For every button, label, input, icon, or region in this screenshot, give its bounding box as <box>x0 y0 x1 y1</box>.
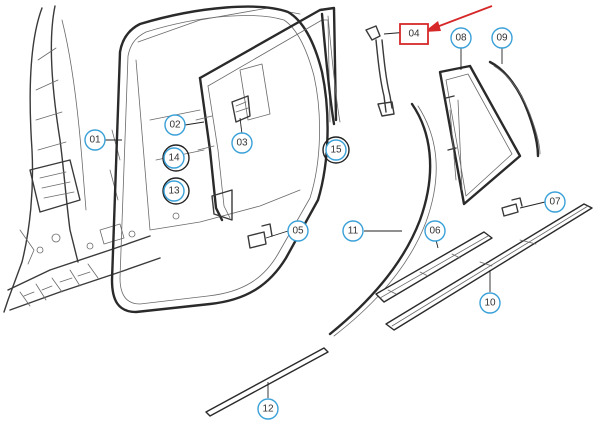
door-weatherstrip-seal <box>110 5 329 314</box>
callout-15[interactable]: 15 <box>325 139 347 161</box>
part-13-ring-marker <box>162 177 190 205</box>
svg-text:01: 01 <box>89 135 101 146</box>
svg-text:13: 13 <box>168 186 180 197</box>
svg-text:11: 11 <box>348 226 359 237</box>
callout-13[interactable]: 13 <box>163 180 185 202</box>
body-side-panel <box>3 5 161 313</box>
part-11-curved-trim <box>328 102 437 337</box>
svg-text:09: 09 <box>496 33 508 44</box>
callout-01[interactable]: 01 <box>84 129 106 151</box>
callout-05[interactable]: 05 <box>287 220 309 242</box>
svg-text:12: 12 <box>262 404 274 415</box>
callout-11[interactable]: 11 <box>342 220 364 242</box>
callout-03[interactable]: 03 <box>231 132 253 154</box>
part-15-ring-marker <box>322 136 350 164</box>
callout-02[interactable]: 02 <box>164 114 186 136</box>
callout-07[interactable]: 07 <box>544 191 566 213</box>
part-04-bracket <box>365 25 395 117</box>
callout-04-highlighted[interactable]: 04 <box>399 23 429 45</box>
callout-09[interactable]: 09 <box>491 27 513 49</box>
part-06-belt-molding <box>375 231 493 303</box>
callout-10[interactable]: 10 <box>479 292 501 314</box>
part-12-sill-strip <box>205 347 329 417</box>
part-03-clip <box>231 95 251 123</box>
svg-text:14: 14 <box>168 153 180 164</box>
svg-text:02: 02 <box>169 120 181 131</box>
window-run-channel <box>195 6 338 222</box>
callout-14[interactable]: 14 <box>163 147 185 169</box>
svg-text:08: 08 <box>455 33 467 44</box>
callout-08[interactable]: 08 <box>450 27 472 49</box>
callout-12[interactable]: 12 <box>257 398 279 420</box>
svg-text:04: 04 <box>408 29 420 40</box>
svg-text:06: 06 <box>429 226 441 237</box>
part-05-clip <box>247 223 273 249</box>
part-07-clip <box>501 197 523 217</box>
part-15-division-bar <box>320 12 341 126</box>
part-10-lower-molding <box>385 203 593 331</box>
svg-text:15: 15 <box>330 145 342 156</box>
part-14-ring-marker <box>162 144 190 172</box>
svg-text:03: 03 <box>236 138 248 149</box>
svg-text:07: 07 <box>549 197 561 208</box>
callout-06[interactable]: 06 <box>424 220 446 242</box>
part-09-trim-strip <box>488 60 541 158</box>
part-08-quarter-glass <box>438 64 522 206</box>
svg-text:05: 05 <box>292 226 304 237</box>
svg-text:10: 10 <box>484 298 496 309</box>
